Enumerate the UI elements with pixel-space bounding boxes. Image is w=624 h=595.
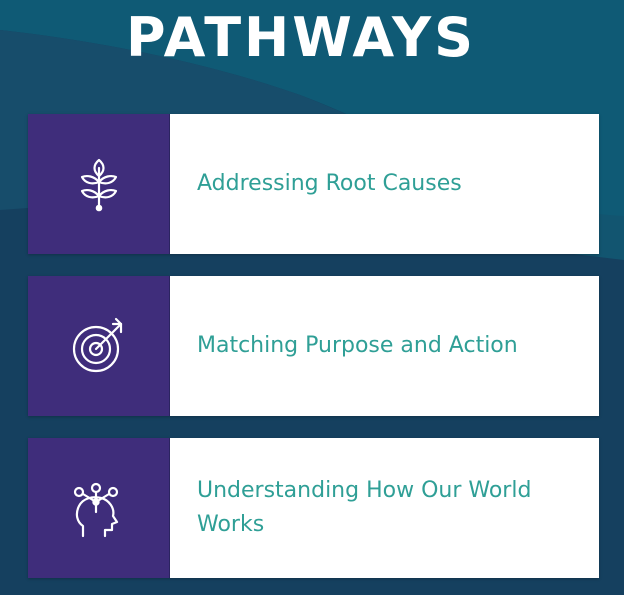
card-body: Understanding How Our World Works [169,438,599,578]
pathway-label[interactable]: Understanding How Our World Works [197,478,532,537]
pathway-card-world-works[interactable]: Understanding How Our World Works [28,438,599,578]
pathway-card-purpose-action[interactable]: Matching Purpose and Action [28,276,599,416]
card-icon-panel [28,114,169,254]
card-icon-panel [28,438,169,578]
card-icon-panel [28,276,169,416]
card-body: Addressing Root Causes [169,114,599,254]
pathway-label[interactable]: Matching Purpose and Action [197,333,518,358]
head-network-icon [73,482,118,538]
plant-sprout-icon [80,158,117,212]
pathway-label[interactable]: Addressing Root Causes [197,171,462,196]
pathway-card-root-causes[interactable]: Addressing Root Causes [28,114,599,254]
page-title: PATHWAYS [125,6,476,69]
card-body: Matching Purpose and Action [169,276,599,416]
target-arrow-icon [72,317,122,373]
